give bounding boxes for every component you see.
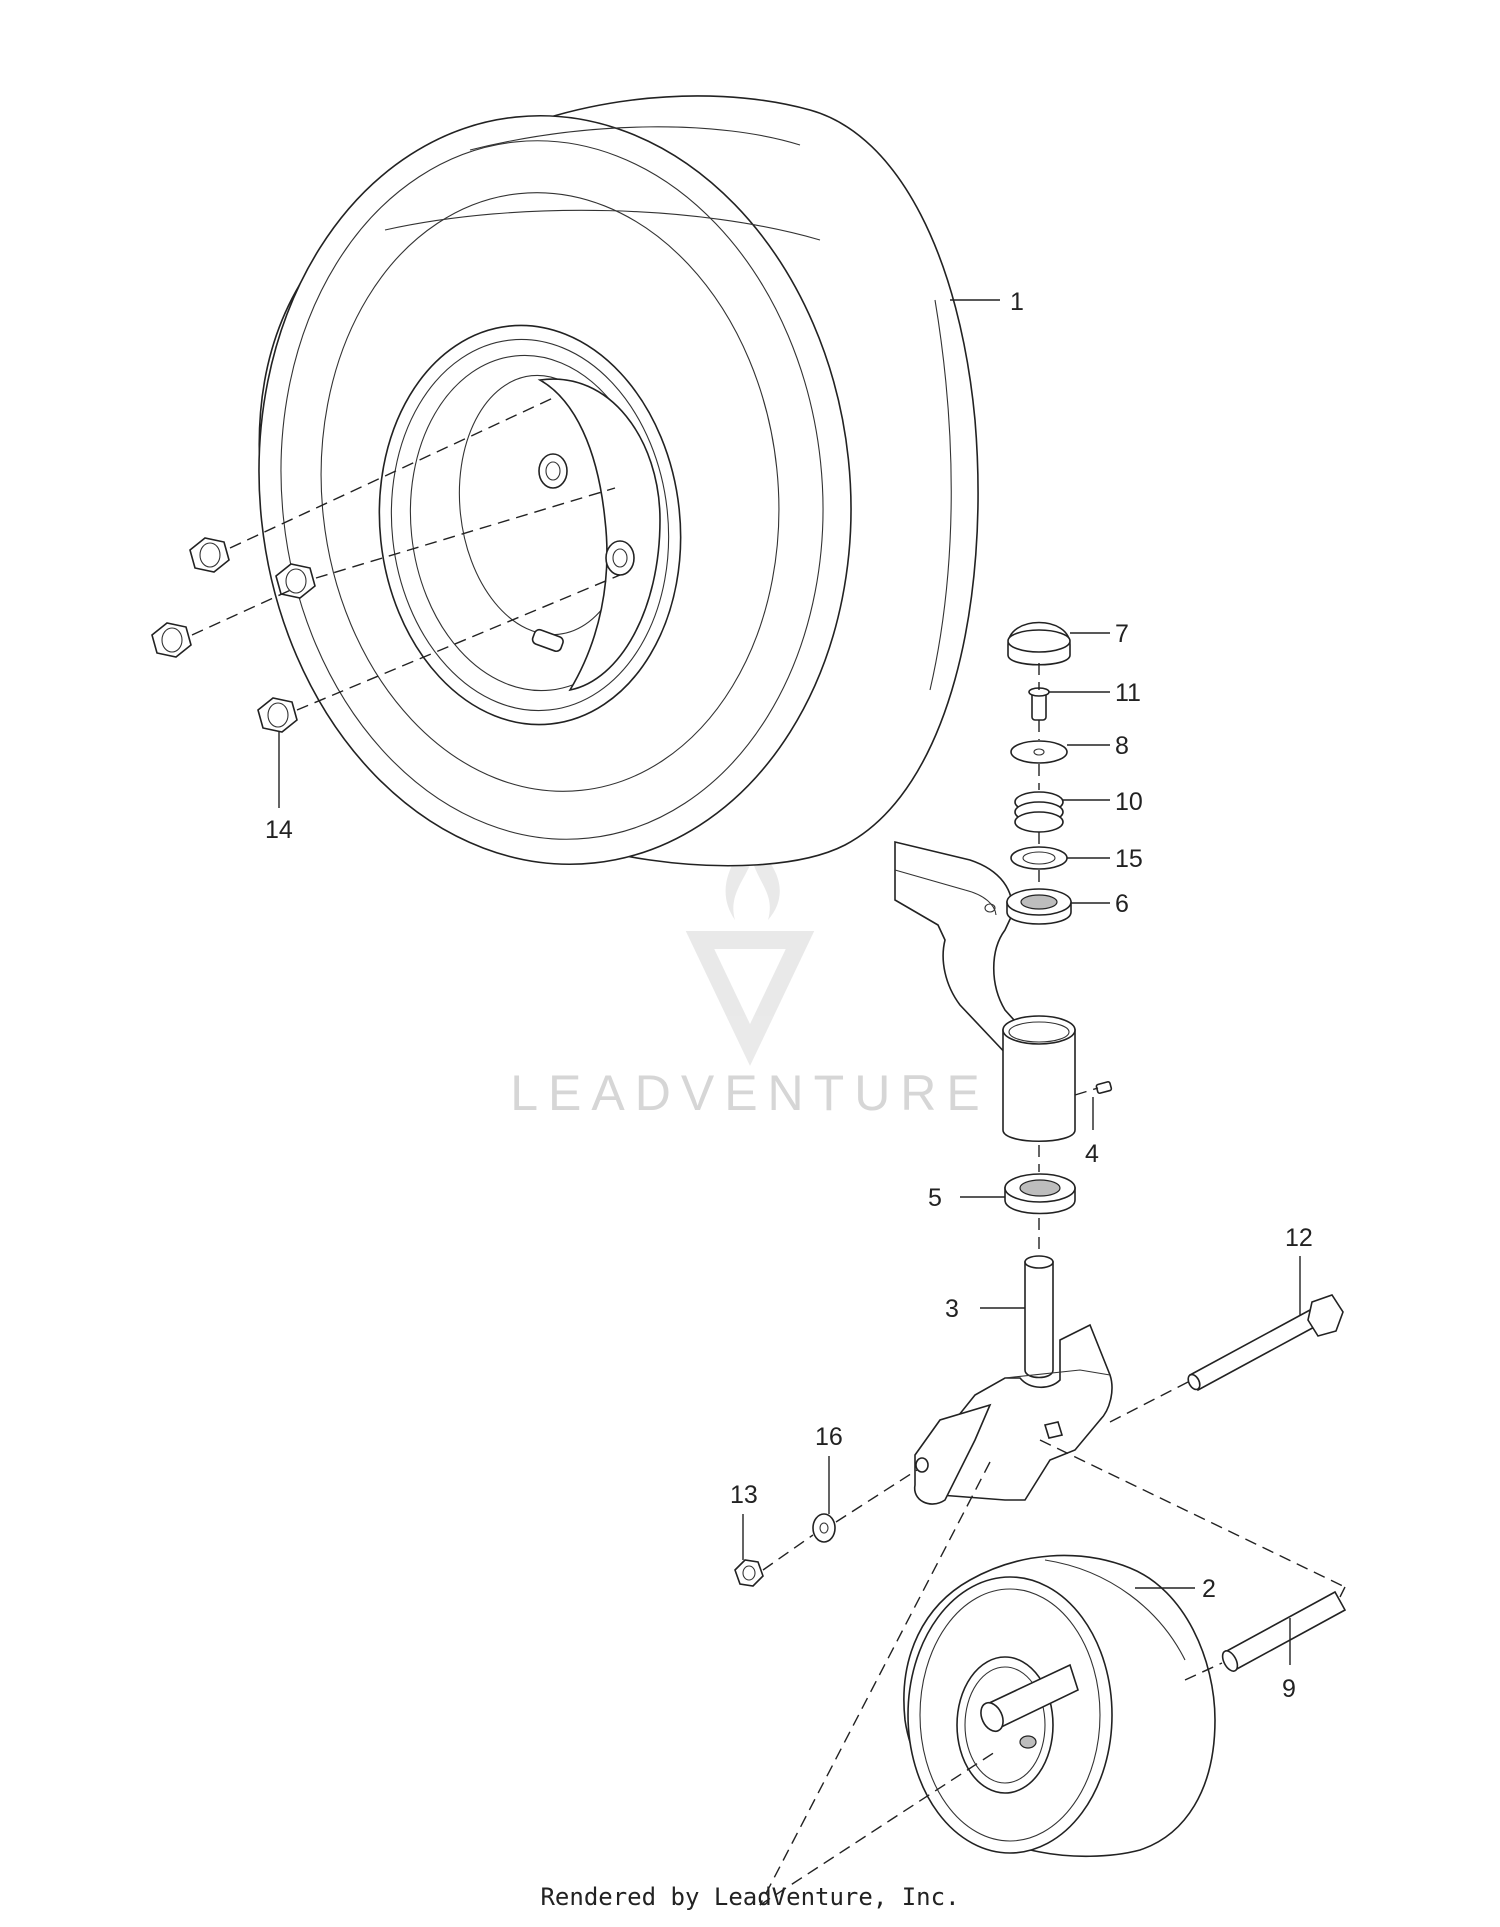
callout-2: 2 [1202,1575,1216,1603]
callout-6: 6 [1115,890,1129,918]
callout-leaders [278,299,1301,1665]
lug-nut [151,622,192,658]
spacer-tube [1184,1590,1347,1681]
grease-fitting [1074,1081,1113,1096]
watermark-logo [685,840,815,1066]
axle-bolt [1109,1294,1344,1423]
callout-14: 14 [265,816,293,844]
callout-13: 13 [730,1481,758,1509]
caster-fork [914,1255,1113,1505]
callout-4: 4 [1085,1140,1099,1168]
callout-15: 15 [1115,845,1143,873]
flat-washer [1010,846,1068,870]
callout-8: 8 [1115,732,1129,760]
callout-11: 11 [1115,679,1141,707]
upper-bearing [1006,888,1072,925]
callout-7: 7 [1115,620,1129,648]
spring [1014,791,1064,833]
callout-12: 12 [1285,1224,1313,1252]
lug-nut [189,537,230,573]
bolt [1028,687,1050,721]
callout-5: 5 [928,1184,942,1212]
callout-9: 9 [1282,1675,1296,1703]
caster-wheel [903,1554,1216,1858]
callout-1: 1 [1010,288,1024,316]
lower-bearing [1004,1173,1076,1215]
watermark-text: LEADVENTURE [510,1065,990,1121]
callout-10: 10 [1115,788,1143,816]
callout-3: 3 [945,1295,959,1323]
dust-cap [1007,621,1071,666]
axle-nut [734,1559,764,1587]
rear-tire [258,95,979,867]
axle-washer [812,1513,836,1543]
lug-nuts [151,537,316,733]
callout-16: 16 [815,1423,843,1451]
footer-credit: Rendered by LeadVenture, Inc. [540,1883,960,1911]
lug-nut [257,697,298,733]
bearing-tube [1002,1015,1076,1142]
washer-cap [1010,740,1068,764]
